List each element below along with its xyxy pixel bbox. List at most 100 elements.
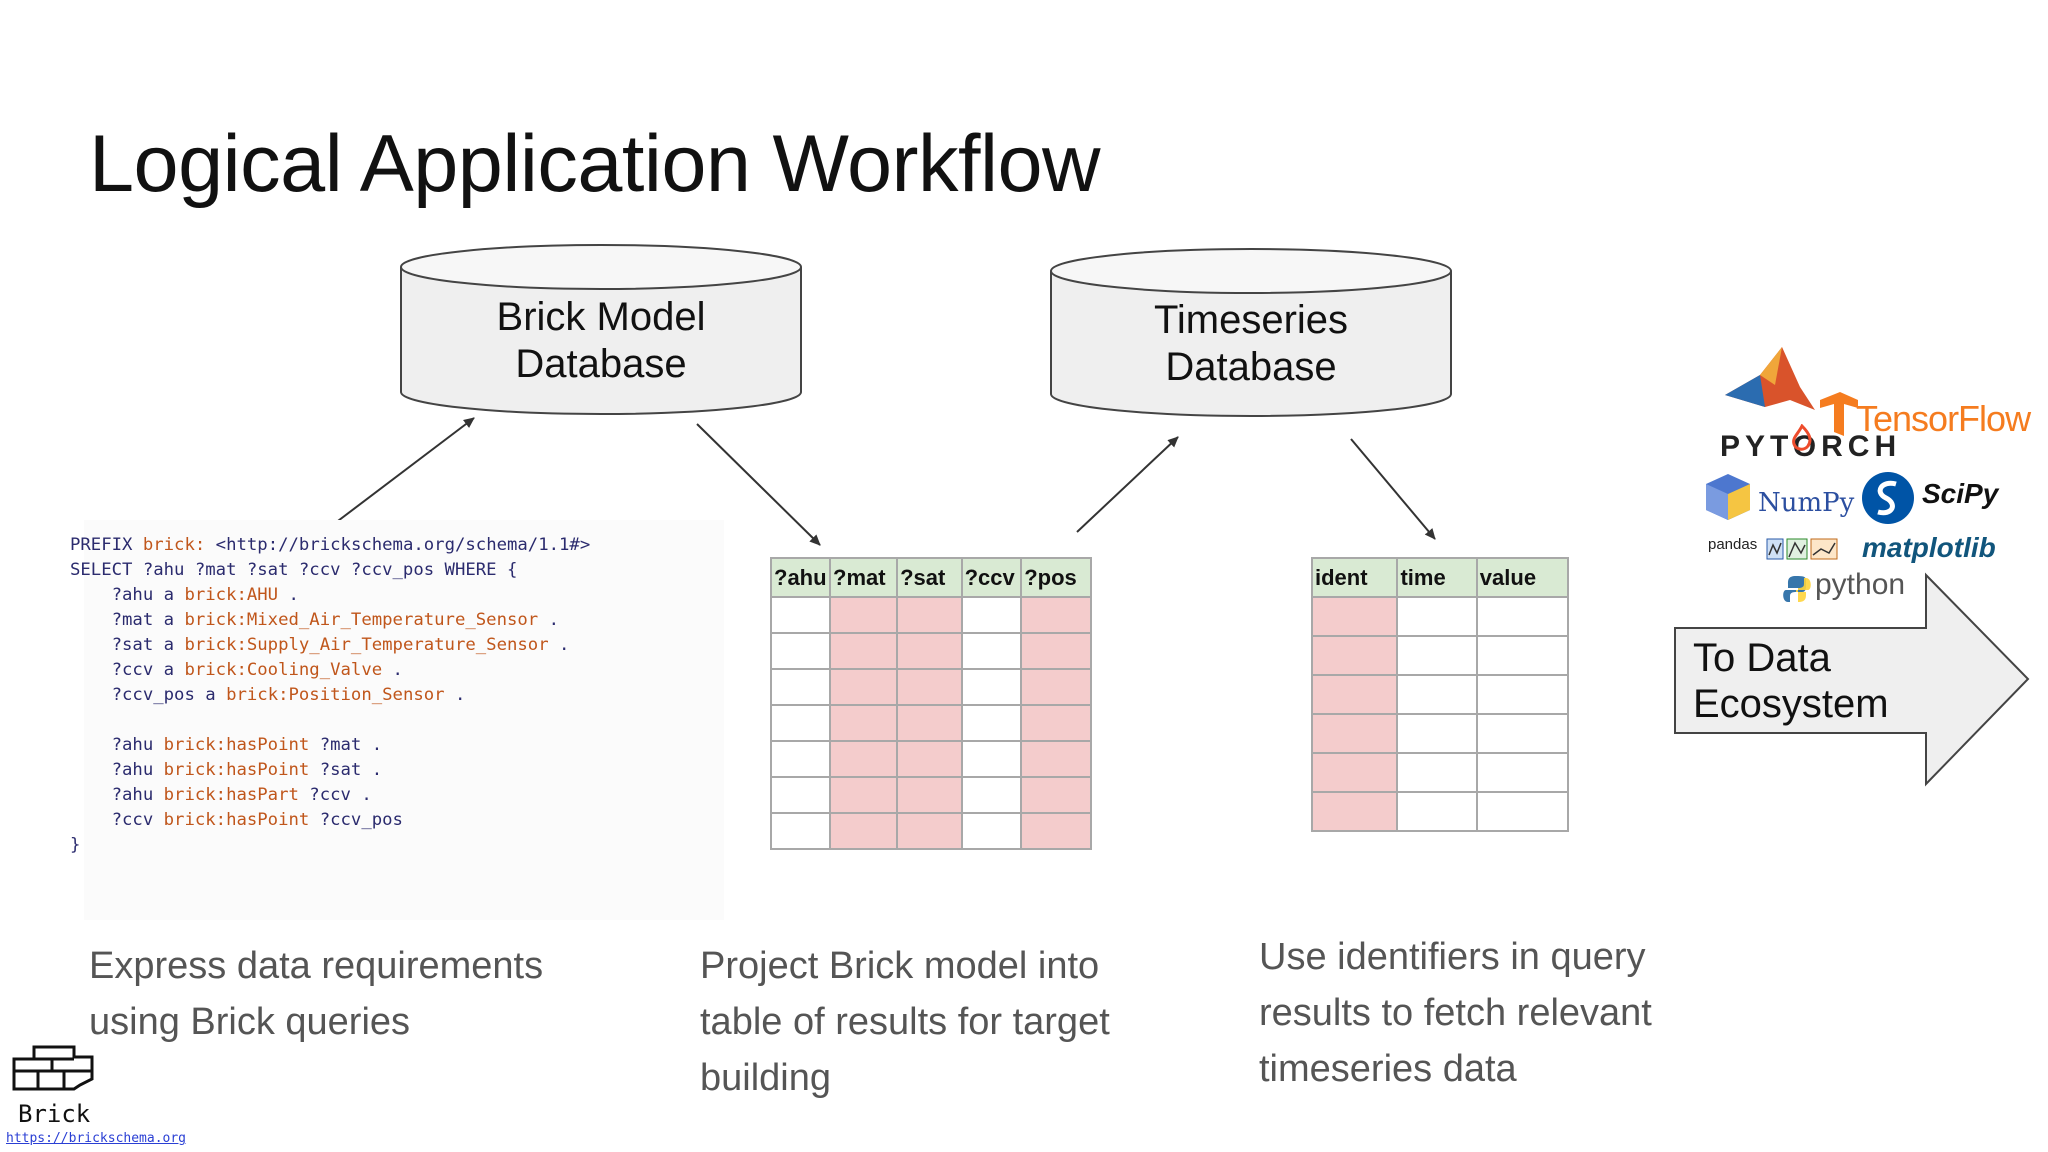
results-table-row — [769, 632, 1092, 670]
timeseries-table-row — [1310, 752, 1570, 793]
query-token: ?ccv — [70, 810, 164, 830]
results-table-cell — [1020, 704, 1092, 742]
query-token: ?ahu — [70, 735, 164, 755]
timeseries-table-cell — [1396, 791, 1478, 832]
timeseries-table-cell — [1310, 713, 1399, 754]
query-line: ?ahu brick:hasPart ?ccv . — [70, 783, 590, 808]
numpy-logo-text: NumPy — [1758, 488, 1855, 518]
query-line: ?sat a brick:Supply_Air_Temperature_Sens… — [70, 633, 590, 658]
query-token: PREFIX — [70, 535, 143, 555]
results-table-cell — [769, 704, 832, 742]
query-brick-term: brick:hasPoint — [163, 810, 310, 830]
results-table-cell — [1020, 776, 1092, 814]
results-table-cell — [960, 596, 1023, 634]
results-table-row — [769, 596, 1092, 634]
query-line: ?ahu a brick:AHU . — [70, 583, 590, 608]
query-line: ?mat a brick:Mixed_Air_Temperature_Senso… — [70, 608, 590, 633]
caption-step2-line3: building — [700, 1057, 831, 1099]
results-table-cell — [769, 740, 832, 778]
caption-step2-line2: table of results for target — [700, 1001, 1110, 1043]
query-token: SELECT ?ahu ?mat ?sat ?ccv ?ccv_pos WHER… — [70, 560, 518, 580]
arrow-brick-db-to-table — [696, 423, 821, 546]
matplotlib-logo-text: matplotlib — [1862, 532, 1996, 563]
brick-database-label: Brick Model Database — [401, 294, 801, 388]
timeseries-table-cell — [1396, 635, 1478, 676]
query-token: . — [382, 660, 403, 680]
scipy-logo-icon — [1862, 472, 1914, 524]
results-table-cell — [896, 632, 963, 670]
slide-title: Logical Application Workflow — [89, 119, 1101, 209]
results-table-cell — [1020, 632, 1092, 670]
results-table-cell — [829, 740, 899, 778]
query-token: . — [538, 610, 560, 630]
results-table-cell — [829, 704, 899, 742]
results-table-cell — [896, 812, 963, 850]
brick-website-link[interactable]: https://brickschema.org — [6, 1131, 187, 1146]
numpy-cube-icon — [1706, 474, 1750, 520]
caption-step2-line1: Project Brick model into — [700, 945, 1100, 987]
timeseries-database-label-line1: Timeseries — [1153, 298, 1349, 342]
results-table-header-cell: ?pos — [1020, 557, 1092, 598]
query-token: ?sat . — [309, 760, 383, 780]
query-brick-term: brick:Mixed_Air_Temperature_Sensor — [184, 610, 539, 630]
query-brick-term: brick:AHU — [184, 585, 279, 605]
timeseries-table-cell — [1310, 596, 1399, 637]
results-table-cell — [769, 596, 832, 634]
timeseries-table-cell — [1396, 752, 1478, 793]
timeseries-table-cell — [1396, 674, 1478, 715]
python-logo-icon — [1783, 576, 1811, 602]
ecosystem-arrow-shape — [1674, 572, 2030, 787]
tensorflow-logo-icon — [1820, 392, 1858, 436]
timeseries-table-row — [1310, 596, 1570, 637]
timeseries-table-cell — [1475, 752, 1570, 793]
query-line: } — [70, 833, 590, 858]
results-table-header-cell: ?sat — [896, 557, 963, 598]
results-table-row — [769, 740, 1092, 778]
query-token: . — [444, 685, 466, 705]
results-table-cell — [960, 668, 1023, 706]
results-table-cell — [960, 632, 1023, 670]
ecosystem-arrow-label-line1: To Data — [1693, 636, 1831, 680]
query-brick-term: brick: — [142, 535, 206, 555]
timeseries-database-label-line2: Database — [1165, 345, 1337, 389]
timeseries-table-cell — [1475, 674, 1570, 715]
results-table-cell — [896, 596, 963, 634]
results-table-cell — [769, 632, 832, 670]
ecosystem-arrow-label: To Data Ecosystem — [1693, 635, 1889, 727]
timeseries-table-row — [1310, 791, 1570, 832]
query-brick-term: brick:Supply_Air_Temperature_Sensor — [184, 635, 549, 655]
caption-step2: Project Brick model into table of result… — [700, 938, 1110, 1106]
results-table-row — [769, 812, 1092, 850]
scipy-logo-text: SciPy — [1922, 478, 1999, 509]
query-token: } — [70, 835, 81, 855]
results-table-row — [769, 704, 1092, 742]
results-table-cell — [960, 776, 1023, 814]
caption-step1-line2: using Brick queries — [89, 1001, 411, 1043]
timeseries-table-cell — [1475, 713, 1570, 754]
timeseries-table-cell — [1396, 596, 1478, 637]
timeseries-table-cell — [1310, 674, 1399, 715]
results-table-cell — [960, 812, 1023, 850]
arrow-table-to-timeseries-db — [1076, 436, 1179, 533]
caption-step3-line1: Use identifiers in query — [1259, 936, 1646, 978]
matlab-logo-icon — [1725, 347, 1815, 410]
results-table-cell — [1020, 812, 1092, 850]
results-table-cell — [1020, 740, 1092, 778]
results-table-cell — [769, 776, 832, 814]
query-brick-term: brick:Position_Sensor — [226, 685, 445, 705]
query-token: ?ccv_pos — [309, 810, 403, 830]
query-brick-term: brick:hasPoint — [163, 760, 310, 780]
results-table-cell — [960, 704, 1023, 742]
results-table-cell — [896, 776, 963, 814]
results-table-cell — [896, 740, 963, 778]
query-token: ?ccv_pos a — [70, 685, 227, 705]
pandas-chart-icon — [1766, 538, 1838, 560]
query-token: ?mat . — [309, 735, 383, 755]
query-token: ?sat a — [70, 635, 185, 655]
brick-logo-label: Brick — [18, 1100, 91, 1128]
results-table-cell — [1020, 668, 1092, 706]
brick-database-label-line2: Database — [515, 342, 687, 386]
